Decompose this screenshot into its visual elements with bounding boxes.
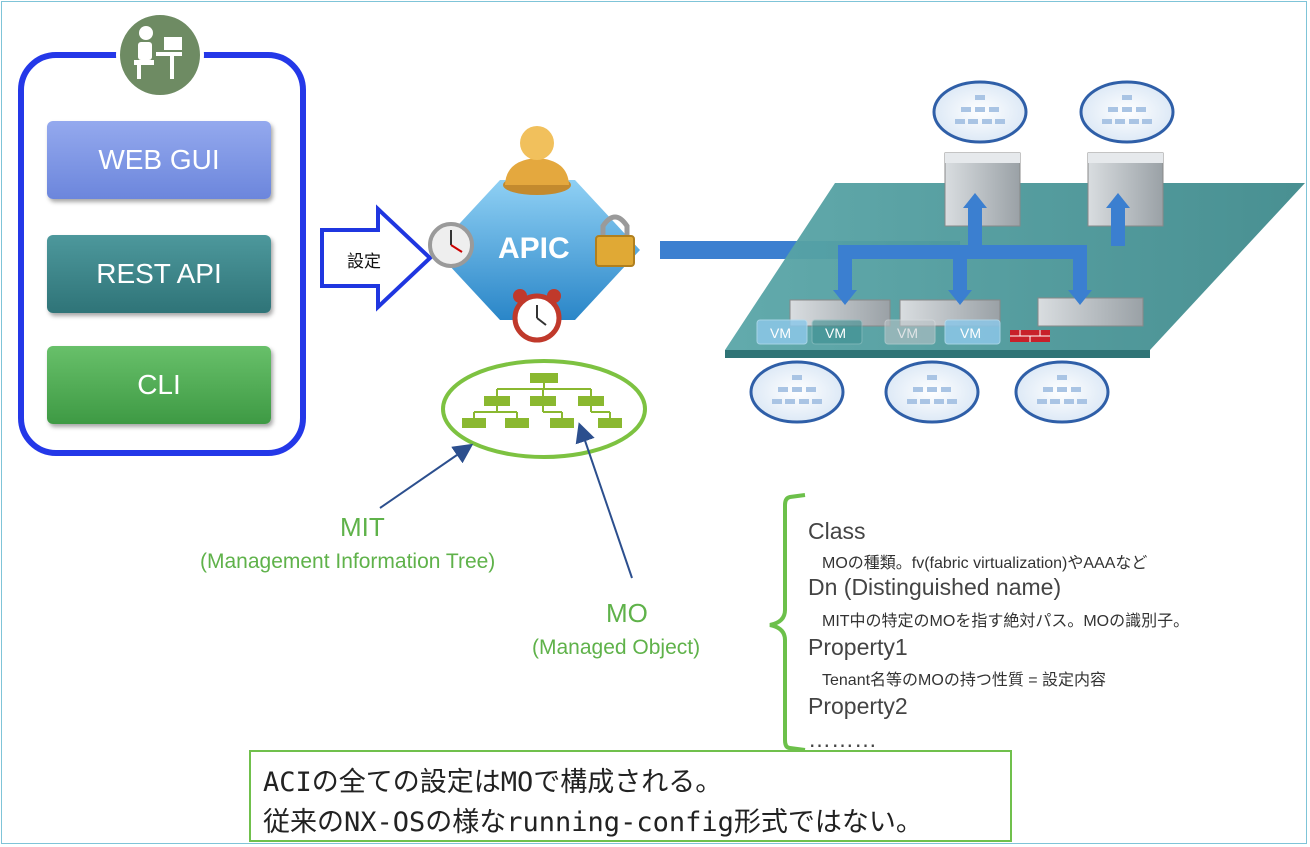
user-workstation-icon — [116, 11, 204, 99]
settings-label: 設定 — [347, 252, 381, 271]
vm-label: VM — [960, 325, 981, 341]
topology-tree-icon — [932, 80, 1028, 144]
property-detail: MIT中の特定のMOを指す絶対パス。MOの識別子。 — [822, 613, 1190, 630]
mit-pointer-arrow — [379, 443, 474, 509]
mit-subtitle: (Management Information Tree) — [200, 550, 496, 573]
ellipsis: ……… — [808, 726, 877, 752]
settings-arrow — [320, 204, 433, 312]
fabric-connections — [838, 205, 1125, 295]
property-heading: Property1 — [808, 634, 908, 660]
vm-box — [884, 319, 936, 345]
mo-pointer-arrow — [575, 422, 633, 579]
vm-label: VM — [897, 325, 918, 341]
vm-box — [811, 319, 863, 345]
lock-icon — [595, 214, 635, 267]
mit-tree-icon — [441, 359, 647, 459]
vm-box — [756, 319, 808, 345]
vm-label: VM — [825, 325, 846, 341]
spine-switch — [944, 152, 1021, 227]
summary-note: ACIの全ての設定はMOで構成される。 従来のNX-OSの様なrunning-c… — [249, 750, 1012, 842]
web-gui-button[interactable]: WEB GUI — [47, 121, 271, 199]
topology-tree-icon — [749, 360, 845, 424]
spine-switch — [1087, 152, 1164, 227]
clock-icon — [428, 222, 474, 268]
alarm-clock-icon — [512, 289, 562, 343]
vm-label: VM — [770, 325, 791, 341]
note-line-2: 従来のNX-OSの様なrunning-config形式ではない。 — [263, 807, 923, 838]
property-brace — [769, 493, 806, 752]
firewall-icon — [1010, 330, 1050, 342]
property-heading: Class — [808, 518, 866, 544]
topology-tree-icon — [1079, 80, 1175, 144]
vm-box — [944, 319, 1001, 345]
note-line-1: ACIの全ての設定はMOで構成される。 — [263, 767, 723, 798]
property-heading: Property2 — [808, 693, 908, 719]
topology-tree-icon — [884, 360, 980, 424]
topology-tree-icon — [1014, 360, 1110, 424]
apic-label: APIC — [498, 232, 570, 265]
property-detail: MOの種類。fv(fabric virtualization)やAAAなど — [822, 555, 1148, 572]
rest-api-button[interactable]: REST API — [47, 235, 271, 313]
leaf-switch — [1037, 297, 1144, 327]
cli-button[interactable]: CLI — [47, 346, 271, 424]
property-heading: Dn (Distinguished name) — [808, 574, 1062, 600]
property-detail: Tenant名等のMOの持つ性質 = 設定内容 — [822, 672, 1107, 689]
mo-subtitle: (Managed Object) — [532, 636, 701, 659]
mit-title: MIT — [340, 512, 385, 542]
admin-user-icon — [503, 126, 571, 195]
mo-title: MO — [606, 598, 648, 628]
